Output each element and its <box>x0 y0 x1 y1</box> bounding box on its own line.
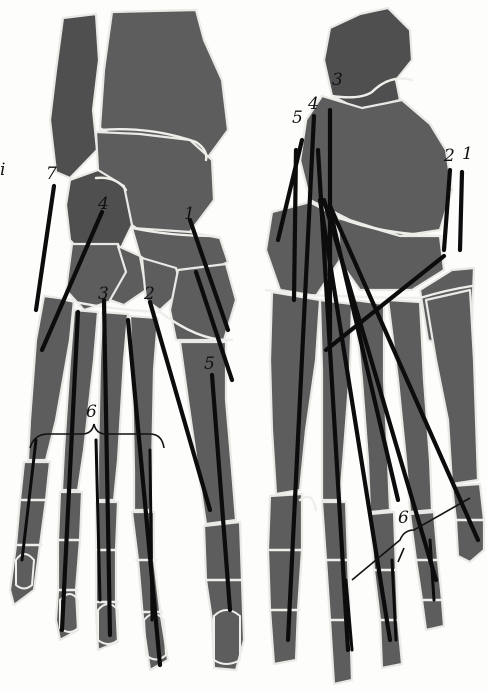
left-foot <box>10 10 244 670</box>
right-label-1: 1 <box>462 146 473 163</box>
right-label-3: 3 <box>332 72 343 89</box>
right-brace-6-tick <box>398 548 404 562</box>
left-label-6: 6 <box>86 404 97 421</box>
left-label-4: 4 <box>98 196 109 213</box>
right-tendon-5b <box>294 150 296 300</box>
right-label-4: 4 <box>308 96 319 113</box>
side-letter: i <box>0 162 5 179</box>
right-label-5: 5 <box>292 110 303 127</box>
left-fibula <box>50 14 99 178</box>
left-label-1: 1 <box>184 206 195 223</box>
right-tendon-2-1b <box>460 172 462 250</box>
right-label-6: 6 <box>398 510 409 527</box>
left-metatarsal-3 <box>98 312 128 500</box>
left-label-7: 7 <box>46 166 57 183</box>
right-metatarsal-1 <box>426 290 478 484</box>
right-label-2: 2 <box>444 148 455 165</box>
right-toe-5 <box>268 494 302 664</box>
left-label-2: 2 <box>144 286 155 303</box>
left-label-5: 5 <box>204 356 215 373</box>
left-tendon-7 <box>36 186 54 310</box>
left-label-3: 3 <box>98 286 109 303</box>
left-tendon-6-medial <box>150 450 152 620</box>
